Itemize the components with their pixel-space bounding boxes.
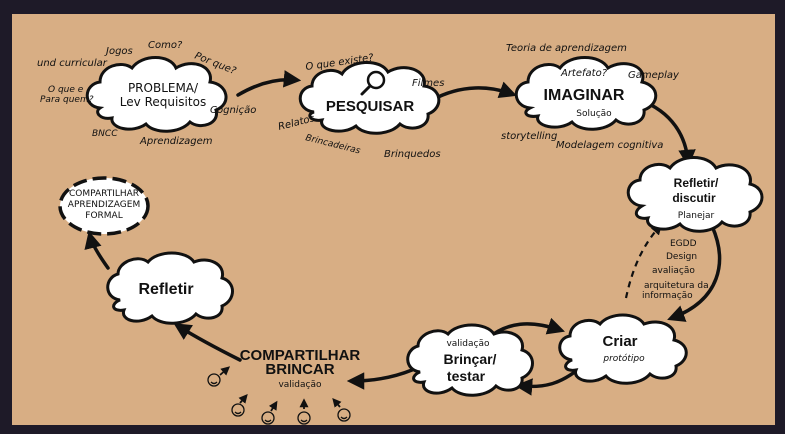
label-filmes: Filmes (412, 78, 444, 89)
label-avaliacao: avaliação (652, 266, 695, 276)
criar-title: Criar (602, 333, 637, 350)
arrow-pesquisar-to-imaginar (430, 81, 517, 102)
label-design: Design (666, 252, 697, 262)
problema-title-1: PROBLEMA/ (128, 81, 199, 95)
brincar-title-2: testar (447, 368, 486, 384)
arrow-compartilhar-to-refletir (173, 323, 242, 362)
oval-compartilhar-aprendizagem: COMPARTILHAR APRENDIZAGEM FORMAL (58, 176, 150, 236)
refletir-discutir-title-2: discutir (672, 191, 716, 205)
label-und-curricular: und curricular (37, 58, 108, 69)
smiley-icon (261, 400, 278, 425)
smiley-icon (332, 397, 351, 422)
compartilhar-brincar: COMPARTILHAR BRINCAR validação (240, 347, 361, 390)
label-jogos: Jogos (104, 46, 133, 57)
aprendizagem-line-1: COMPARTILHAR (69, 189, 139, 199)
compartilhar-brincar-subtitle: validação (278, 380, 322, 390)
smiley-icon (231, 393, 248, 417)
aprendizagem-line-3: FORMAL (85, 211, 122, 221)
imaginar-satellites: Teoria de aprendizagem Gameplay storytel… (501, 43, 680, 151)
aprendizagem-line-2: APRENDIZAGEM (68, 200, 140, 210)
label-brincadeiras: Brincadeiras (304, 133, 361, 156)
imaginar-inner-bottom: Solução (576, 109, 612, 119)
label-como: Como? (148, 40, 183, 51)
label-informacao: informação (642, 291, 693, 301)
audience-smiley-icons (207, 366, 351, 425)
cloud-brincar: validação Brinçar/ testar (406, 323, 534, 397)
refletir-discutir-title-1: Refletir/ (674, 176, 719, 190)
label-para-quem: Para quem? (40, 95, 94, 105)
brincar-title-1: Brinçar/ (444, 351, 497, 367)
cloud-pesquisar: PESQUISAR (298, 61, 441, 135)
label-teoria-aprendizagem: Teoria de aprendizagem (506, 43, 627, 54)
arrow-brincar-to-compartilhar (346, 368, 414, 390)
smiley-icon (207, 366, 231, 387)
label-storytelling: storytelling (501, 131, 557, 142)
refletir-discutir-subtitle: Planejar (678, 211, 715, 221)
magnifier-icon (360, 70, 386, 96)
arrow-problema-to-pesquisar (236, 70, 302, 97)
label-relatos: Relatos (277, 113, 316, 133)
problema-title-2: Lev Requisitos (120, 95, 206, 109)
imaginar-inner-top: Artefato? (560, 68, 608, 79)
refletir-title: Refletir (138, 281, 193, 298)
cloud-problema: PROBLEMA/ Lev Requisitos (85, 56, 228, 133)
cloud-refletir: Refletir (106, 251, 234, 325)
label-arquitetura: arquitetura da (644, 281, 709, 291)
pesquisar-title: PESQUISAR (326, 98, 415, 115)
refletir-discutir-satellites: EGDD Design avaliação arquitetura da inf… (642, 239, 709, 301)
compartilhar-brincar-title-2: BRINCAR (265, 361, 334, 378)
criar-subtitle: protótipo (602, 353, 645, 364)
label-o-que-e: O que e (48, 85, 84, 95)
arrow-refletir-to-criar (667, 224, 722, 322)
cloud-imaginar: Artefato? IMAGINAR Solução (514, 56, 658, 131)
brincar-label-top: validação (446, 339, 490, 349)
cloud-criar: Criar protótipo (558, 313, 688, 385)
label-brinquedos: Brinquedos (384, 149, 441, 160)
smiley-icon (297, 398, 311, 425)
label-bncc: BNCC (92, 129, 118, 139)
label-cognicao: Cognição (210, 105, 256, 116)
compartilhar-brincar-title-1: COMPARTILHAR (240, 347, 361, 364)
label-aprendizagem: Aprendizagem (139, 136, 213, 147)
arrow-refletir-to-aprendizagem (84, 230, 110, 270)
label-modelagem-cognitiva: Modelagem cognitiva (556, 140, 663, 151)
label-egdd: EGDD (670, 239, 697, 249)
cloud-refletir-discutir: Refletir/ discutir Planejar (626, 156, 764, 233)
label-gameplay: Gameplay (628, 70, 680, 81)
imaginar-title: IMAGINAR (544, 87, 625, 104)
